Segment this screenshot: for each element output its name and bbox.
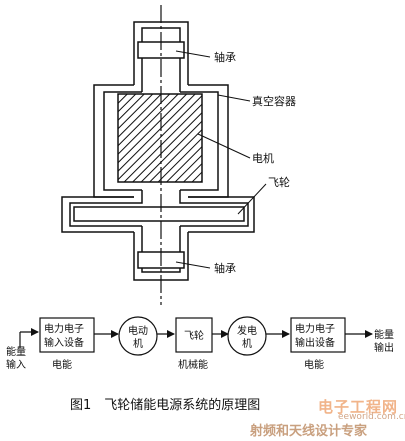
generator-line2: 机 (242, 337, 252, 350)
leader-flywheel (237, 183, 267, 215)
output-label-2: 输出 (374, 341, 394, 354)
motor-circle (118, 316, 158, 356)
motor-block (117, 93, 203, 183)
leader-bearing-top (175, 50, 211, 58)
leader-motor (197, 133, 251, 159)
power-input-line2: 输入设备 (44, 336, 84, 349)
label-motor: 电机 (252, 151, 274, 165)
figure-caption: 图1 飞轮储能电源系统的原理图 (70, 397, 260, 413)
energy-electric-input: 电能 (52, 358, 72, 371)
flywheel-box-label: 飞轮 (184, 329, 204, 342)
flywheel-box (175, 317, 213, 353)
motor-line2: 机 (133, 337, 143, 350)
power-output-line2: 输出设备 (295, 336, 335, 349)
flywheel-housing (61, 196, 255, 233)
label-vacuum-container: 真空容器 (252, 94, 296, 108)
label-flywheel: 飞轮 (268, 175, 290, 189)
label-bearing-top: 轴承 (214, 50, 236, 64)
power-input-box (39, 317, 95, 353)
leader-bearing-bottom (175, 261, 211, 269)
power-output-line1: 电力电子 (295, 322, 335, 335)
power-output-box (290, 317, 346, 353)
energy-electric-output: 电能 (304, 358, 324, 371)
flywheel-disc (73, 206, 245, 222)
generator-line1: 发电 (237, 324, 257, 337)
power-input-line1: 电力电子 (44, 322, 84, 335)
label-bearing-bottom: 轴承 (214, 261, 236, 275)
input-label-1: 能量 (6, 345, 26, 358)
motor-line1: 电动 (128, 324, 148, 337)
generator-circle (227, 316, 267, 356)
leader-vacuum (217, 94, 251, 102)
energy-mechanical: 机械能 (178, 358, 208, 371)
output-label-1: 能量 (374, 328, 394, 341)
input-label-2: 输入 (6, 358, 26, 371)
